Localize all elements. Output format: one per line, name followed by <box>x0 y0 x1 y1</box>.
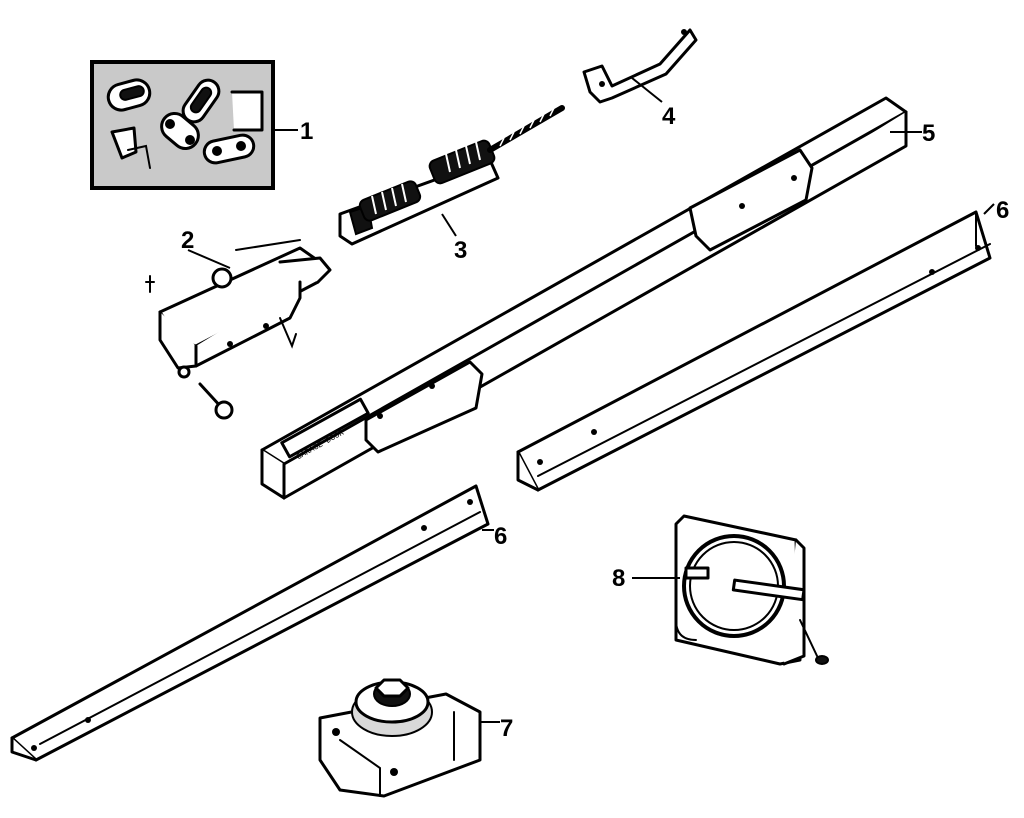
callout-7: 7 <box>500 715 513 742</box>
part-6-angle-rail-upper <box>516 210 992 492</box>
spring-coil <box>358 139 496 222</box>
callout-3: 3 <box>454 237 467 264</box>
leader-line-4 <box>631 77 663 103</box>
callout-6-lower: 6 <box>494 523 507 550</box>
part-1-hardware-kit <box>90 60 275 190</box>
leader-line-6a <box>983 203 995 215</box>
callout-6-upper: 6 <box>996 197 1009 224</box>
callout-5: 5 <box>922 120 935 147</box>
part-8-sprocket-cover <box>674 514 829 666</box>
part-4-door-arm-bracket <box>582 28 698 104</box>
callout-1: 1 <box>300 118 313 145</box>
part-6-angle-rail-lower <box>10 484 490 762</box>
leader-line-2 <box>187 249 231 269</box>
callout-8: 8 <box>612 565 625 592</box>
part-2-trolley-assembly <box>145 239 332 420</box>
part-5-t-rail-assembly: GARAGE DOOR <box>260 96 908 500</box>
callout-2: 2 <box>181 227 194 254</box>
leader-line-3 <box>441 213 457 237</box>
callout-4: 4 <box>662 103 676 130</box>
part-7-idler-pulley-bracket <box>318 678 482 798</box>
part-3-inner-trolley-spring <box>338 105 565 246</box>
